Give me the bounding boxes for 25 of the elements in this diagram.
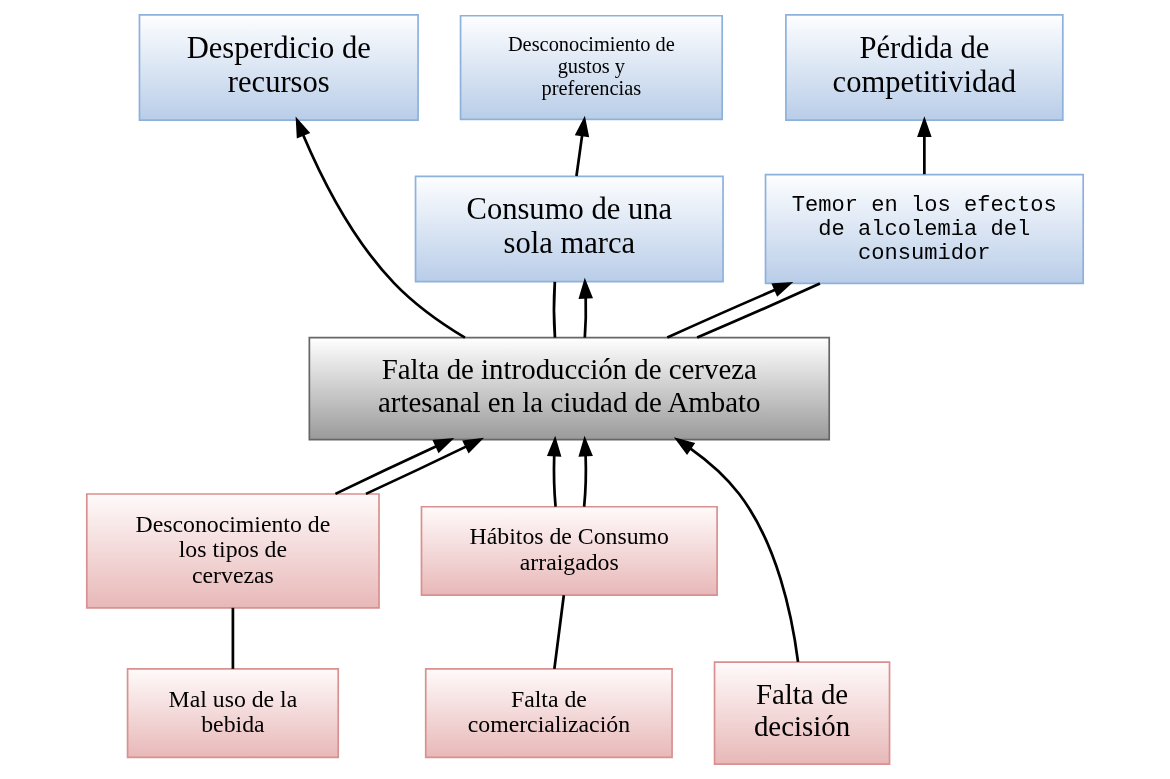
arrow: [574, 115, 590, 177]
arrow: [917, 116, 932, 175]
node-box: Desconocimiento de gustos y preferencias: [459, 14, 724, 121]
arrow: [673, 437, 800, 663]
node-box: Falta de comercialización: [424, 668, 673, 759]
node-box: Falta de decisión: [713, 661, 891, 765]
connector: [552, 281, 557, 338]
node-box: Pérdida de competitividad: [785, 14, 1064, 122]
node-box: Desconocimiento de los tipos de cervezas: [85, 493, 380, 609]
node-box: Mal uso de la bebida: [126, 668, 340, 759]
arrow: [546, 435, 562, 507]
node-box: Desperdicio de recursos: [138, 14, 419, 122]
node-box: Hábitos de Consumo arraigados: [420, 505, 718, 596]
arrow: [578, 277, 593, 338]
arrow: [295, 116, 466, 339]
node-box: Temor en los efectos de alcolemia del consumidor: [764, 173, 1085, 285]
arrow: [365, 437, 485, 496]
arrow: [666, 281, 794, 339]
connector: [553, 595, 566, 670]
node-box: Falta de introducción de cerveza artesanal en la ciudad de Ambato: [308, 336, 831, 441]
arrow: [578, 435, 593, 507]
connector: [696, 282, 821, 339]
connector: [231, 607, 235, 669]
arrow: [334, 437, 455, 496]
node-box: Consumo de una sola marca: [414, 175, 724, 283]
